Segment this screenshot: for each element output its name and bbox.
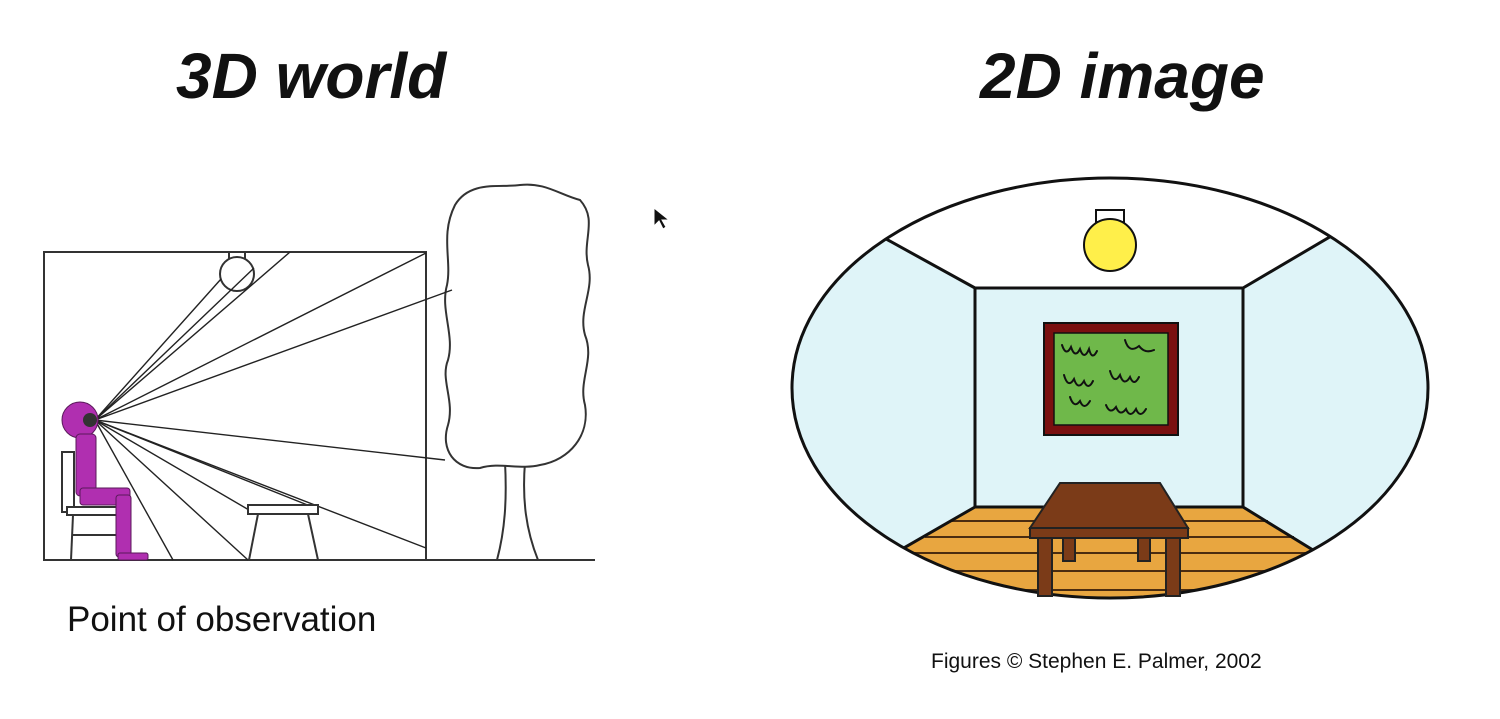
tree <box>444 183 591 561</box>
ceiling-lamp <box>219 251 255 292</box>
left-heading: 3D world <box>176 40 447 112</box>
table <box>1028 482 1190 597</box>
image-frame-ellipse <box>790 176 1430 600</box>
observer-figure <box>61 401 149 561</box>
three-d-world-illustration <box>43 183 595 561</box>
observer-eye <box>83 413 97 427</box>
painting <box>1043 322 1179 436</box>
left-caption: Point of observation <box>67 600 377 639</box>
right-heading: 2D image <box>980 40 1265 112</box>
bench <box>247 504 319 561</box>
ceiling-lamp <box>1083 209 1137 272</box>
mouse-pointer-icon <box>653 206 671 230</box>
two-d-image-illustration <box>790 176 1430 600</box>
lines-of-sight <box>94 251 453 561</box>
figure-credit: Figures © Stephen E. Palmer, 2002 <box>931 650 1262 673</box>
